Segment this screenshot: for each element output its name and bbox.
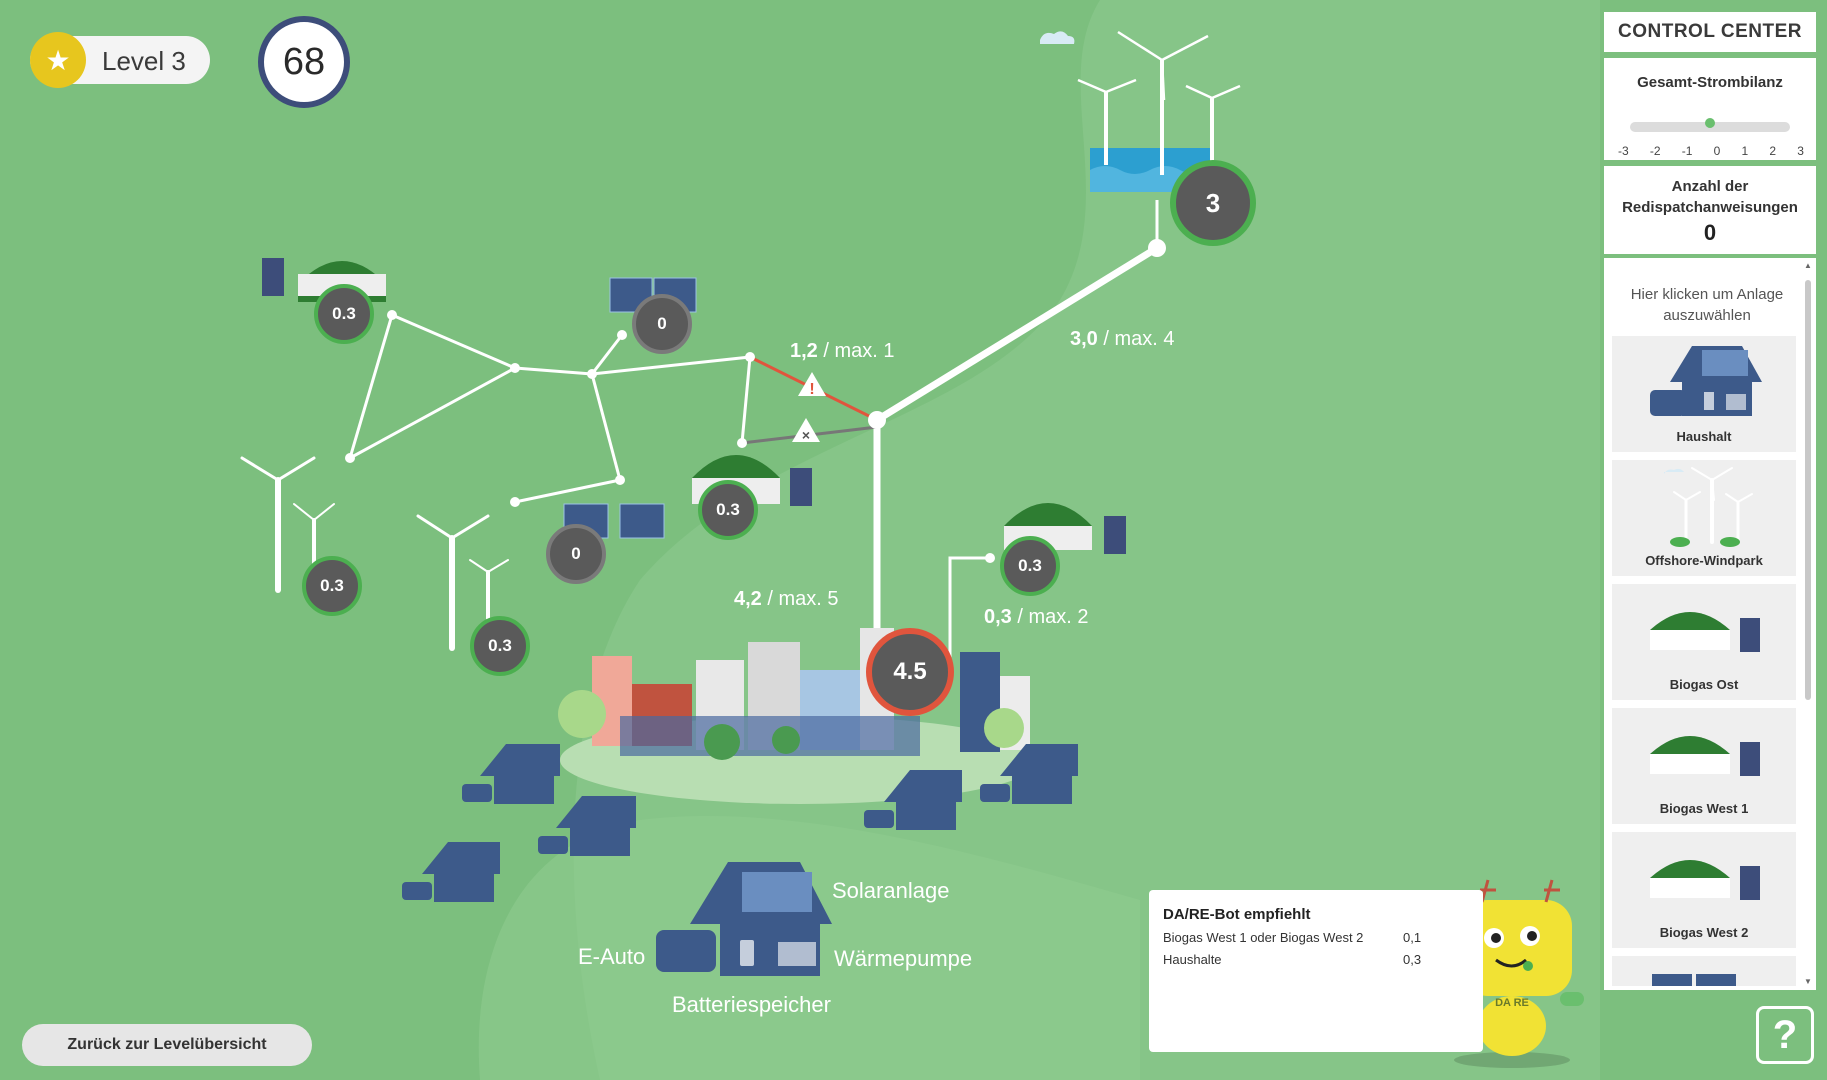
plant-list-scrollbar[interactable]: ▲ ▼ <box>1804 262 1812 986</box>
redispatch-title-line1: Anzahl der <box>1671 178 1749 195</box>
wind-turbine-illustration <box>240 456 509 651</box>
plant-card-partial[interactable] <box>1612 956 1796 986</box>
node-wind-left[interactable]: 0.3 <box>302 556 362 616</box>
node-solar-mid[interactable]: 0 <box>546 524 606 584</box>
tick-label: -2 <box>1649 144 1661 158</box>
plant-card-label: Offshore-Windpark <box>1645 553 1763 568</box>
plant-card-offshore-windpark[interactable]: Offshore-Windpark <box>1612 460 1796 576</box>
scroll-thumb[interactable] <box>1805 280 1811 700</box>
redispatch-title-line2: Redispatchanweisungen <box>1622 199 1798 216</box>
bot-illustration <box>1440 879 1584 1068</box>
flow-value: 4,2 <box>734 588 762 610</box>
legend-eauto: E-Auto <box>578 944 646 969</box>
plant-card-biogas-west-1[interactable]: Biogas West 1 <box>1612 708 1796 824</box>
city-illustration <box>558 628 1040 804</box>
tick-label: 1 <box>1741 144 1749 158</box>
back-to-levels-button[interactable]: Zurück zur Levelübersicht <box>22 1024 312 1066</box>
node-city[interactable]: 4.5 <box>866 628 954 716</box>
biogas-icon <box>1650 612 1760 652</box>
house-icon <box>1650 346 1762 416</box>
flow-label-biogas-east: 0,3 / max. 2 <box>984 606 1089 629</box>
flow-label-warning: 1,2 / max. 1 <box>790 340 895 363</box>
bot-row-value: 0,1 <box>1403 930 1422 945</box>
tick-label: -3 <box>1618 144 1629 158</box>
disconnected-icon: × <box>792 418 820 443</box>
help-button[interactable]: ? <box>1756 1006 1814 1064</box>
plant-list-hint: Hier klicken um Anlage auszuwählen <box>1630 286 1784 324</box>
redispatch-count: 0 <box>1703 220 1717 245</box>
biogas-icon <box>1650 736 1760 776</box>
legend-battery: Batteriespeicher <box>672 992 831 1017</box>
power-balance-knob <box>1705 118 1715 128</box>
svg-text:!: ! <box>809 381 814 398</box>
level-indicator: ★ Level 3 <box>30 32 210 88</box>
plant-card-label: Biogas West 1 <box>1659 801 1749 816</box>
star-icon: ★ <box>30 32 86 88</box>
solar-panel-icon <box>1652 974 1736 986</box>
biogas-icon <box>1650 860 1760 900</box>
warning-icon: ! <box>798 372 826 398</box>
plant-card-label: Biogas West 2 <box>1659 925 1749 940</box>
node-biogas-east[interactable]: 0.3 <box>1000 536 1060 596</box>
flow-max: / max. 2 <box>1017 606 1089 628</box>
flow-max: / max. 4 <box>1103 328 1175 350</box>
control-center-panel: CONTROL CENTER Gesamt-Strombilanz -3 -2 … <box>1604 12 1816 990</box>
flow-value: 1,2 <box>790 340 818 362</box>
redispatch-section: Anzahl der Redispatchanweisungen 0 <box>1604 166 1816 254</box>
flow-label-offshore: 3,0 / max. 4 <box>1070 328 1175 351</box>
plant-list: Hier klicken um Anlage auszuwählen Haush… <box>1604 258 1816 990</box>
bot-row-value: 0,3 <box>1403 952 1422 967</box>
level-label: Level 3 <box>102 46 186 76</box>
node-offshore[interactable]: 3 <box>1170 160 1256 246</box>
power-balance-section: Gesamt-Strombilanz -3 -2 -1 0 1 2 3 <box>1604 58 1816 160</box>
svg-text:×: × <box>802 427 810 443</box>
grid-junctions <box>345 239 1166 563</box>
scroll-down-icon[interactable]: ▼ <box>1804 977 1812 986</box>
bot-recommendation: DA/RE-Bot empfiehlt Biogas West 1 oder B… <box>1149 890 1483 1052</box>
flow-max: / max. 1 <box>823 340 895 362</box>
plant-card-label: Biogas Ost <box>1669 677 1739 692</box>
node-biogas-top[interactable]: 0.3 <box>314 284 374 344</box>
legend-solar: Solaranlage <box>832 878 950 903</box>
scroll-up-icon[interactable]: ▲ <box>1804 261 1812 270</box>
flow-max: / max. 5 <box>767 588 839 610</box>
power-balance-title: Gesamt-Strombilanz <box>1637 74 1783 91</box>
bot-row-label: Biogas West 1 oder Biogas West 2 <box>1163 930 1364 945</box>
control-center-title: CONTROL CENTER <box>1604 12 1816 52</box>
tick-label: 2 <box>1769 144 1777 158</box>
legend-house-illustration <box>656 862 832 976</box>
plant-card-biogas-ost[interactable]: Biogas Ost <box>1612 584 1796 700</box>
plant-card-haushalt[interactable]: Haushalt <box>1612 336 1796 452</box>
node-solar-top[interactable]: 0 <box>632 294 692 354</box>
grid-lines <box>348 200 1159 660</box>
flow-label-city: 4,2 / max. 5 <box>734 588 839 611</box>
flow-value: 3,0 <box>1070 328 1098 350</box>
wind-turbine-icon <box>1664 467 1753 547</box>
bot-row-label: Haushalte <box>1163 952 1222 967</box>
bot-recommendation-title: DA/RE-Bot empfiehlt <box>1163 906 1311 923</box>
plant-card-label: Haushalt <box>1676 429 1732 444</box>
plant-card-biogas-west-2[interactable]: Biogas West 2 <box>1612 832 1796 948</box>
score-counter: 68 <box>258 16 350 108</box>
node-biogas-mid[interactable]: 0.3 <box>698 480 758 540</box>
tick-label: 0 <box>1713 144 1721 158</box>
power-balance-ticks: -3 -2 -1 0 1 2 3 <box>1618 144 1804 158</box>
legend-heatpump: Wärmepumpe <box>834 946 973 971</box>
node-wind-mid[interactable]: 0.3 <box>470 616 530 676</box>
flow-value: 0,3 <box>984 606 1012 628</box>
tick-label: 3 <box>1797 144 1804 158</box>
house-illustration <box>402 744 1078 902</box>
tick-label: -1 <box>1681 144 1693 158</box>
